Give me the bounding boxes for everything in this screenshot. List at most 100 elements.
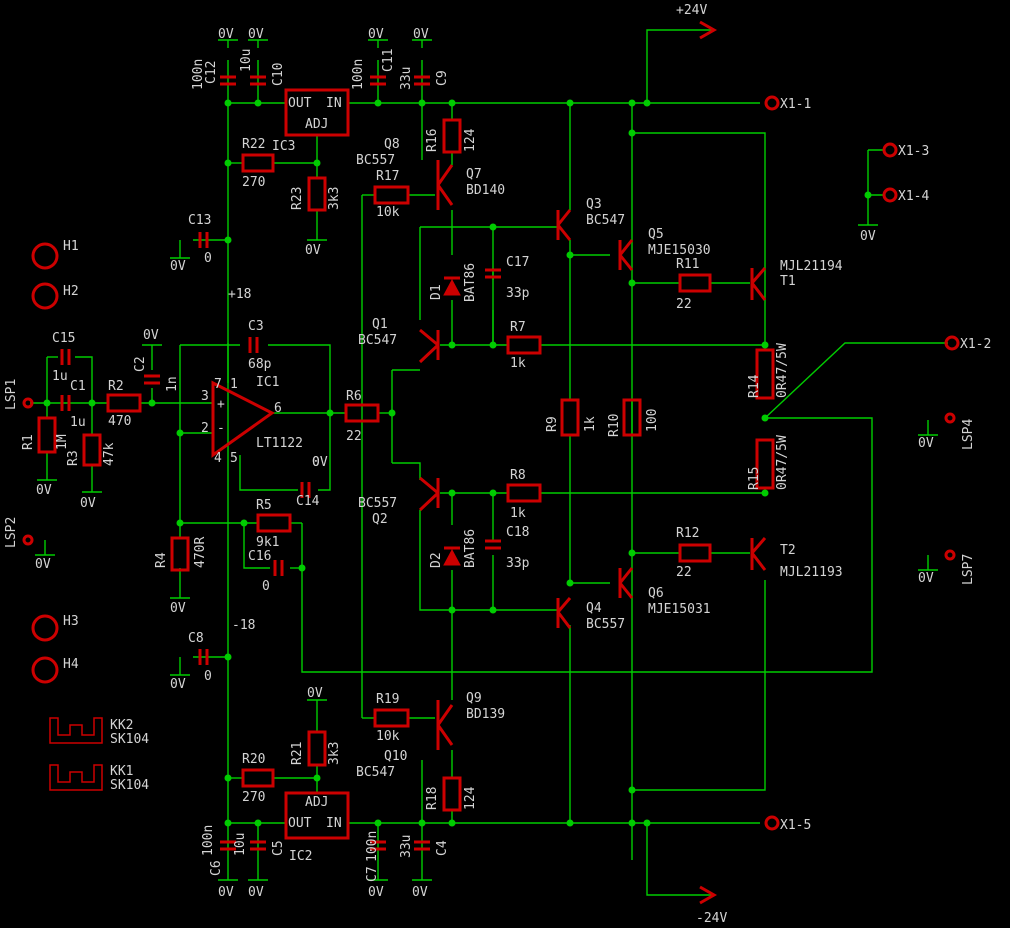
q1-value: BC547 [358,333,397,348]
c18-label: C18 [506,525,529,540]
c17-label: C17 [506,255,529,270]
r4-label: R4 [154,552,169,568]
diode-symbols [443,276,461,566]
ic1-pin6: 6 [274,401,282,416]
r3-value: 47k [102,442,117,466]
c8-value: 0 [204,669,212,684]
r3-label: R3 [66,450,81,466]
q5-label: Q5 [648,227,664,242]
ic2-in: IN [326,816,342,831]
r9-value: 1k [583,416,598,432]
r18-value: 124 [463,786,478,810]
rail-pos-label: +18 [228,287,251,302]
gnd-c12: 0V [218,27,234,42]
q2-label: Q2 [372,512,388,527]
ic3-adj: ADJ [305,117,328,132]
r20-label: R20 [242,752,265,767]
kk1-value: SK104 [110,778,149,793]
x1-1-label: X1-1 [780,97,811,112]
kk1-label: KK1 [110,764,133,779]
ic1-pin7: 7 [214,377,222,392]
r11-value: 22 [676,297,692,312]
c12-label: C12 [204,61,219,84]
r1-label: R1 [21,434,36,450]
r4-value: 470R [193,537,208,568]
r12-value: 22 [676,565,692,580]
labels: +24V -24V +18 -18 0V 0V 0V 0V 0V 0V 0V 0… [4,3,991,926]
q9-label: Q9 [466,691,482,706]
opamp-triangle [211,380,275,458]
c9-value: 33u [399,67,414,90]
lsp1-label: LSP1 [4,379,19,410]
gnd-c11: 0V [368,27,384,42]
r12-label: R12 [676,526,699,541]
supply-arrows [699,20,718,905]
t2-value: MJL21193 [780,565,843,580]
c14-value: 0 [312,455,320,470]
r14-value: 0R47/5W [775,343,790,398]
ic1-pin1: 1 [230,377,238,392]
r2-label: R2 [108,379,124,394]
kk2-label: KK2 [110,718,133,733]
lsp7-label: LSP7 [961,554,976,585]
ic1-pin3: 3 [201,389,209,404]
ic1-pin2: 2 [201,421,209,436]
q3-label: Q3 [586,197,602,212]
gnd-c6: 0V [218,885,234,900]
c13-value: 0 [204,251,212,266]
regulators [284,88,350,840]
r11-label: R11 [676,257,699,272]
r16-label: R16 [425,129,440,152]
q10-label: Q10 [384,749,407,764]
q5-value: MJE15030 [648,243,711,258]
rail-neg-label: -18 [232,618,255,633]
r21-value: 3k3 [327,742,342,765]
q7-value: BD140 [466,183,505,198]
gnd-r3: 0V [80,496,96,511]
r8-value: 1k [510,506,526,521]
r15-value: 0R47/5W [775,435,790,490]
d2-label: D2 [429,552,444,568]
c7-value: 100n [365,831,380,862]
r9-label: R9 [545,416,560,432]
c14-label: C14 [296,494,320,509]
c16-label: C16 [248,549,271,564]
lsp2-label: LSP2 [4,517,19,548]
r18-label: R18 [425,787,440,810]
r2-value: 470 [108,414,131,429]
c11-value: 100n [351,59,366,90]
supply-pos-label: +24V [676,3,707,18]
gnd-r21: 0V [307,686,323,701]
gnd-r1: 0V [36,483,52,498]
d1-value: BAT86 [463,263,478,302]
gnd-c5: 0V [248,885,264,900]
r7-label: R7 [510,320,526,335]
c1-value: 1u [70,415,86,430]
ic2-label: IC2 [289,849,312,864]
c15-label: C15 [52,331,75,346]
d1-label: D1 [429,284,444,300]
x1-2-label: X1-2 [960,337,991,352]
ic1-value: LT1122 [256,436,303,451]
r17-value: 10k [376,205,400,220]
c5-value: 10u [233,833,248,856]
c6-value: 100n [201,825,216,856]
q8-label: Q8 [384,137,400,152]
gnd-r4: 0V [170,601,186,616]
c9-label: C9 [435,70,450,86]
c2-label: C2 [133,356,148,372]
r21-label: R21 [290,742,305,765]
ic3-label: IC3 [272,139,295,154]
r7-value: 1k [510,356,526,371]
c4-value: 33u [399,835,414,858]
gnd-lsp7: 0V [918,571,934,586]
ic3-in: IN [326,96,342,111]
h2-label: H2 [63,284,79,299]
gnd-c8: 0V [170,677,186,692]
wires [30,29,948,896]
h1-label: H1 [63,239,79,254]
gnd-c7: 0V [368,885,384,900]
t1-label: T1 [780,274,796,289]
r19-value: 10k [376,729,400,744]
ic1-pin5: 5 [230,451,238,466]
